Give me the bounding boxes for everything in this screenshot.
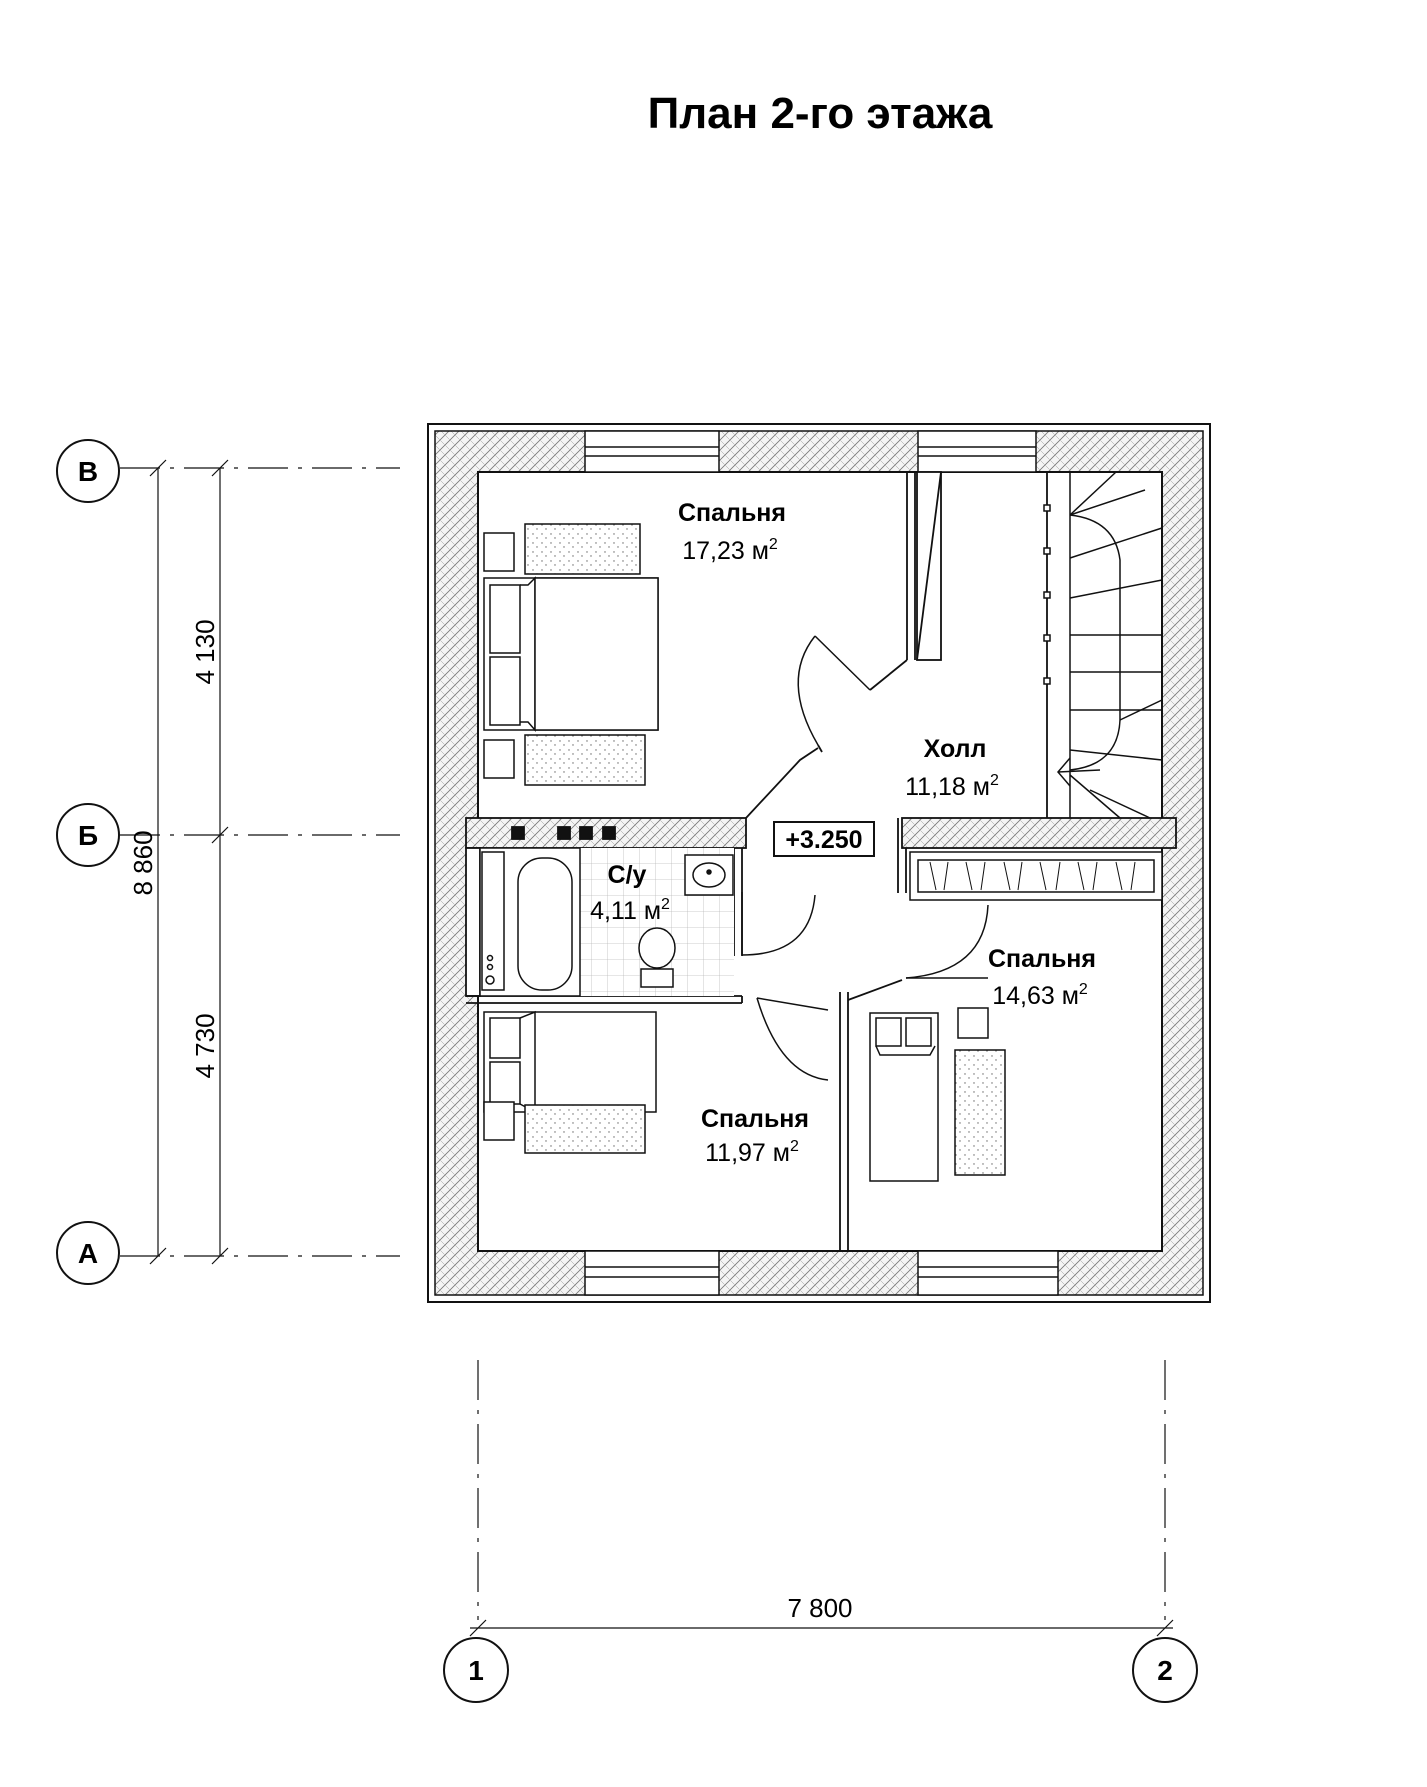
doors: [741, 635, 989, 1081]
axis-marker-b: Б: [56, 803, 120, 867]
svg-text:1: 1: [468, 1655, 484, 1686]
axis-marker-v: В: [56, 439, 120, 503]
svg-text:Спальня: Спальня: [701, 1105, 809, 1133]
room-label-bedroom-left: Спальня 11,97 м2: [701, 1105, 809, 1167]
room-label-hall: Холл 11,18 м2: [905, 735, 999, 801]
level-mark: +3.250: [773, 821, 875, 857]
wardrobe: [909, 851, 1163, 901]
vertical-dimensions: [120, 459, 400, 1265]
dimension-total-height: 8 860: [128, 830, 158, 895]
svg-text:В: В: [78, 456, 98, 487]
drawing-title: План 2-го этажа: [648, 89, 993, 138]
svg-text:17,23 м2: 17,23 м2: [682, 536, 778, 565]
dimension-total-width: 7 800: [787, 1593, 852, 1623]
dimension-upper-span: 4 130: [190, 619, 220, 684]
horizontal-dimension: [469, 1360, 1174, 1637]
dimension-lower-span: 4 730: [190, 1013, 220, 1078]
svg-text:Спальня: Спальня: [678, 499, 786, 527]
svg-text:А: А: [78, 1238, 98, 1269]
svg-text:11,97 м2: 11,97 м2: [705, 1138, 799, 1167]
svg-text:11,18 м2: 11,18 м2: [905, 772, 999, 801]
room-label-bedroom-right: Спальня 14,63 м2: [988, 945, 1096, 1010]
axis-marker-a: А: [56, 1221, 120, 1285]
axis-marker-2: 2: [1132, 1637, 1198, 1703]
interior-walls: [465, 471, 1177, 1251]
staircase: [1043, 471, 1163, 819]
bathroom-fixtures: [479, 847, 734, 997]
room-label-bathroom: С/у 4,11 м2: [590, 861, 670, 925]
svg-text:Б: Б: [78, 820, 98, 851]
svg-text:Спальня: Спальня: [988, 945, 1096, 973]
windows: [584, 430, 1059, 1296]
svg-text:2: 2: [1157, 1655, 1173, 1686]
svg-text:14,63 м2: 14,63 м2: [992, 981, 1088, 1010]
svg-text:С/у: С/у: [608, 861, 647, 889]
room-label-bedroom-top: Спальня 17,23 м2: [678, 499, 786, 565]
svg-text:4,11 м2: 4,11 м2: [590, 896, 670, 925]
axis-marker-1: 1: [443, 1637, 509, 1703]
svg-text:+3.250: +3.250: [785, 826, 862, 854]
svg-text:Холл: Холл: [924, 735, 987, 763]
furniture: [483, 523, 1006, 1182]
